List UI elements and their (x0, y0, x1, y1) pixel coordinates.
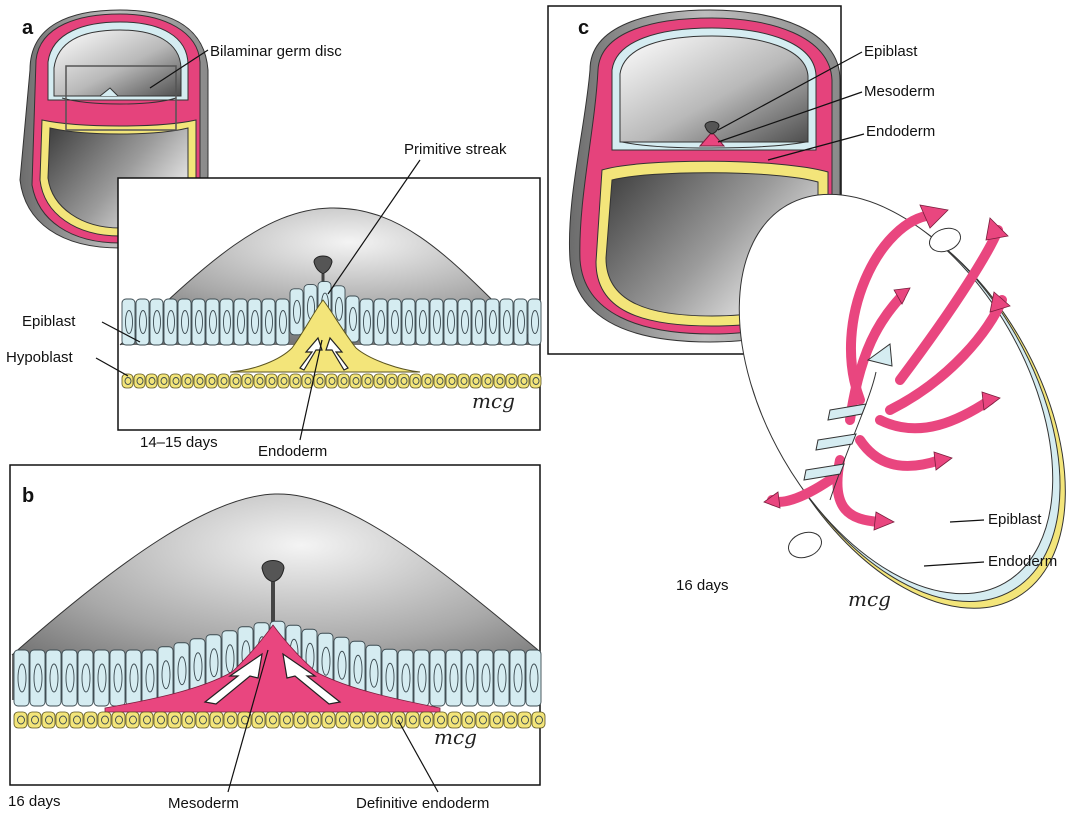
panel-b-letter: b (22, 485, 34, 507)
label-age-b: 16 days (8, 793, 61, 810)
panel-c: c Epiblast Mesoderm Endoderm (548, 6, 1081, 663)
label-age-a: 14–15 days (140, 434, 218, 451)
panel-a-letter: a (22, 17, 34, 39)
panel-c-letter: c (578, 17, 589, 39)
label-definitive-endoderm: Definitive endoderm (356, 795, 489, 812)
hypoblast-layer-a (122, 374, 541, 388)
label-epiblast-c: Epiblast (864, 43, 918, 60)
label-endoderm-c: Endoderm (866, 123, 935, 140)
label-age-c: 16 days (676, 577, 729, 594)
label-primitive-streak: Primitive streak (404, 141, 507, 158)
label-epiblast-a: Epiblast (22, 313, 76, 330)
label-hypoblast: Hypoblast (6, 349, 74, 366)
signature-mcg-b: mcg (434, 725, 477, 749)
label-mesoderm-b: Mesoderm (168, 795, 239, 812)
label-bilaminar-germ-disc: Bilaminar germ disc (210, 43, 342, 60)
panel-b: b mcg 16 days Mesoderm Definitive endode… (8, 465, 545, 812)
label-mesoderm-c: Mesoderm (864, 83, 935, 100)
signature-mcg-c: mcg (848, 587, 891, 611)
label-endoderm-disc: Endoderm (988, 553, 1057, 570)
label-epiblast-disc: Epiblast (988, 511, 1042, 528)
signature-mcg-a: mcg (472, 389, 515, 413)
label-endoderm-a: Endoderm (258, 443, 327, 460)
panel-a: a Bilaminar germ disc mcg (6, 10, 541, 460)
